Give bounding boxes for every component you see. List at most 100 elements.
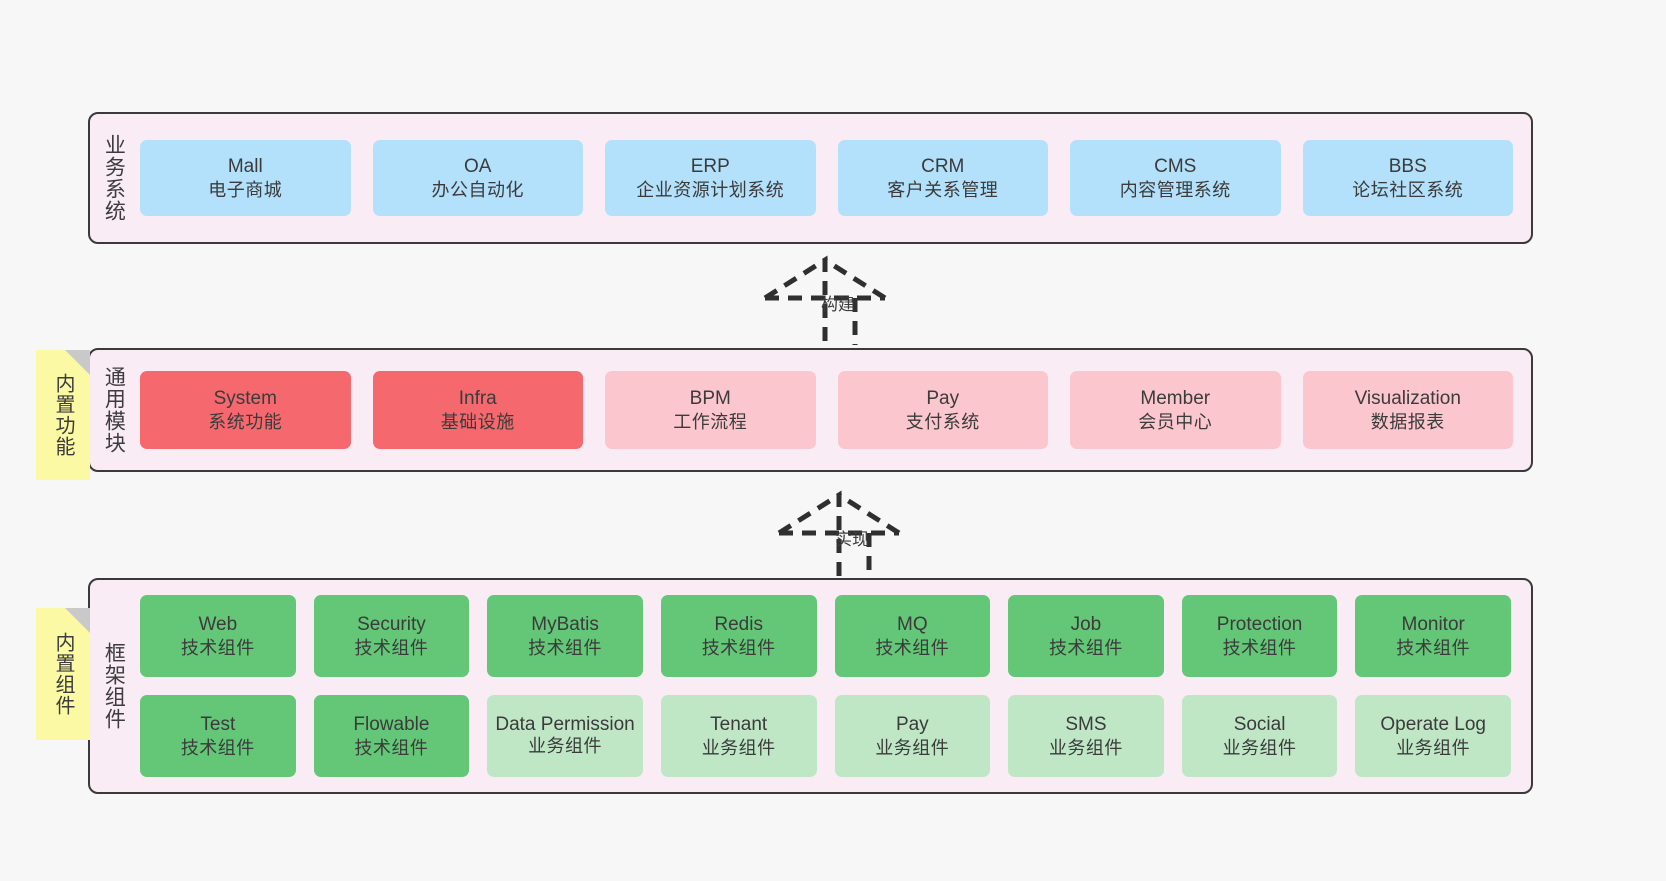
node-system[interactable]: System 系统功能 [140,371,351,449]
layer-title-framework-component: 框架组件 [102,642,126,730]
node-mq[interactable]: MQ 技术组件 [834,595,991,677]
node-pay-module[interactable]: Pay 支付系统 [837,371,1048,449]
node-mq-en: MQ [897,613,928,635]
node-bpm[interactable]: BPM 工作流程 [605,371,816,449]
node-visualization-en: Visualization [1354,387,1461,409]
node-social-en: Social [1233,713,1286,735]
node-web-cn: 技术组件 [180,637,255,658]
node-cms-en: CMS [1154,155,1197,177]
node-protection-en: Protection [1216,613,1303,635]
connector-implement-arrow [777,490,901,580]
node-operate-log-en: Operate Log [1380,713,1486,735]
node-test[interactable]: Test 技术组件 [140,695,296,777]
node-pay-component[interactable]: Pay 业务组件 [834,695,991,777]
node-mybatis-en: MyBatis [531,613,599,635]
node-mall-cn: 电子商城 [208,179,283,200]
node-monitor[interactable]: Monitor 技术组件 [1355,595,1511,677]
connector-implement: 实现 [769,485,929,585]
node-security-cn: 技术组件 [354,637,429,658]
note-builtin-features-text: 内置功能 [52,373,74,457]
node-sms-en: SMS [1065,713,1107,735]
note-fold-corner-icon [65,350,90,375]
layer-business-system: 业务系统 Mall 电子商城 OA 办公自动化 ERP 企业资源计划系统 CRM… [88,112,1533,244]
node-flowable[interactable]: Flowable 技术组件 [313,695,470,777]
note-builtin-features: 内置功能 [36,350,90,480]
node-operate-log-cn: 业务组件 [1396,737,1471,758]
node-erp-cn: 企业资源计划系统 [636,179,785,200]
node-system-en: System [213,387,277,409]
node-security[interactable]: Security 技术组件 [313,595,470,677]
node-erp-en: ERP [690,155,730,177]
node-monitor-cn: 技术组件 [1396,637,1471,658]
layer-framework-component: 框架组件 Web 技术组件 Security 技术组件 MyBatis 技术组件… [88,578,1533,794]
node-pay-component-cn: 业务组件 [875,737,950,758]
layer-title-business-system: 业务系统 [102,134,126,222]
node-bbs[interactable]: BBS 论坛社区系统 [1302,140,1513,216]
node-web[interactable]: Web 技术组件 [140,595,296,677]
node-redis-cn: 技术组件 [701,637,776,658]
node-protection[interactable]: Protection 技术组件 [1181,595,1338,677]
node-oa-en: OA [464,155,492,177]
node-flowable-cn: 技术组件 [354,737,429,758]
node-visualization-cn: 数据报表 [1370,411,1445,432]
node-crm-cn: 客户关系管理 [887,179,999,200]
node-web-en: Web [198,613,238,635]
note-fold-corner-icon [65,608,90,633]
node-system-cn: 系统功能 [208,411,283,432]
node-mq-cn: 技术组件 [875,637,950,658]
note-builtin-components: 内置组件 [36,608,90,740]
node-pay-module-cn: 支付系统 [905,411,980,432]
node-pay-module-en: Pay [926,387,960,409]
node-member-en: Member [1140,387,1211,409]
node-bbs-en: BBS [1388,155,1427,177]
node-row: Test 技术组件 Flowable 技术组件 Data Permission … [140,695,1511,777]
layer-body-business-system: Mall 电子商城 OA 办公自动化 ERP 企业资源计划系统 CRM 客户关系… [136,114,1531,242]
connector-build-label: 构建 [821,295,855,314]
node-sms[interactable]: SMS 业务组件 [1008,695,1164,777]
layer-body-common-module: System 系统功能 Infra 基础设施 BPM 工作流程 Pay 支付系统… [136,350,1531,470]
node-redis[interactable]: Redis 技术组件 [660,595,817,677]
node-row: Mall 电子商城 OA 办公自动化 ERP 企业资源计划系统 CRM 客户关系… [140,140,1513,216]
note-builtin-components-text: 内置组件 [52,632,74,716]
node-job[interactable]: Job 技术组件 [1008,595,1164,677]
node-data-permission-en: Data Permission [495,713,635,735]
node-tenant-en: Tenant [710,713,768,735]
node-social-cn: 业务组件 [1222,737,1297,758]
node-data-permission-cn: 业务组件 [528,736,603,757]
node-test-cn: 技术组件 [180,737,255,758]
node-member-cn: 会员中心 [1138,411,1213,432]
node-flowable-en: Flowable [353,713,430,735]
connector-build: 构建 [755,250,915,350]
node-infra[interactable]: Infra 基础设施 [372,371,583,449]
node-tenant[interactable]: Tenant 业务组件 [660,695,817,777]
layer-common-module: 通用模块 System 系统功能 Infra 基础设施 BPM 工作流程 Pay… [88,348,1533,472]
node-member[interactable]: Member 会员中心 [1070,371,1281,449]
connector-build-arrow [763,255,887,345]
node-cms-cn: 内容管理系统 [1119,179,1231,200]
node-mall[interactable]: Mall 电子商城 [140,140,351,216]
node-visualization[interactable]: Visualization 数据报表 [1302,371,1513,449]
node-oa-cn: 办公自动化 [431,179,524,200]
node-sms-cn: 业务组件 [1048,737,1123,758]
node-cms[interactable]: CMS 内容管理系统 [1070,140,1281,216]
node-row: Web 技术组件 Security 技术组件 MyBatis 技术组件 Redi… [140,595,1511,677]
node-job-cn: 技术组件 [1048,637,1123,658]
node-social[interactable]: Social 业务组件 [1181,695,1338,777]
node-oa[interactable]: OA 办公自动化 [372,140,583,216]
node-infra-cn: 基础设施 [440,411,515,432]
node-bpm-en: BPM [689,387,731,409]
node-bbs-cn: 论坛社区系统 [1352,179,1464,200]
node-data-permission[interactable]: Data Permission 业务组件 [487,695,643,777]
node-erp[interactable]: ERP 企业资源计划系统 [605,140,816,216]
node-mybatis[interactable]: MyBatis 技术组件 [487,595,643,677]
node-operate-log[interactable]: Operate Log 业务组件 [1355,695,1511,777]
node-protection-cn: 技术组件 [1222,637,1297,658]
node-test-en: Test [200,713,236,735]
node-job-en: Job [1070,613,1102,635]
layer-body-framework-component: Web 技术组件 Security 技术组件 MyBatis 技术组件 Redi… [136,580,1531,792]
node-crm[interactable]: CRM 客户关系管理 [837,140,1048,216]
node-bpm-cn: 工作流程 [673,411,748,432]
node-row: System 系统功能 Infra 基础设施 BPM 工作流程 Pay 支付系统… [140,371,1513,449]
node-pay-component-en: Pay [895,713,929,735]
